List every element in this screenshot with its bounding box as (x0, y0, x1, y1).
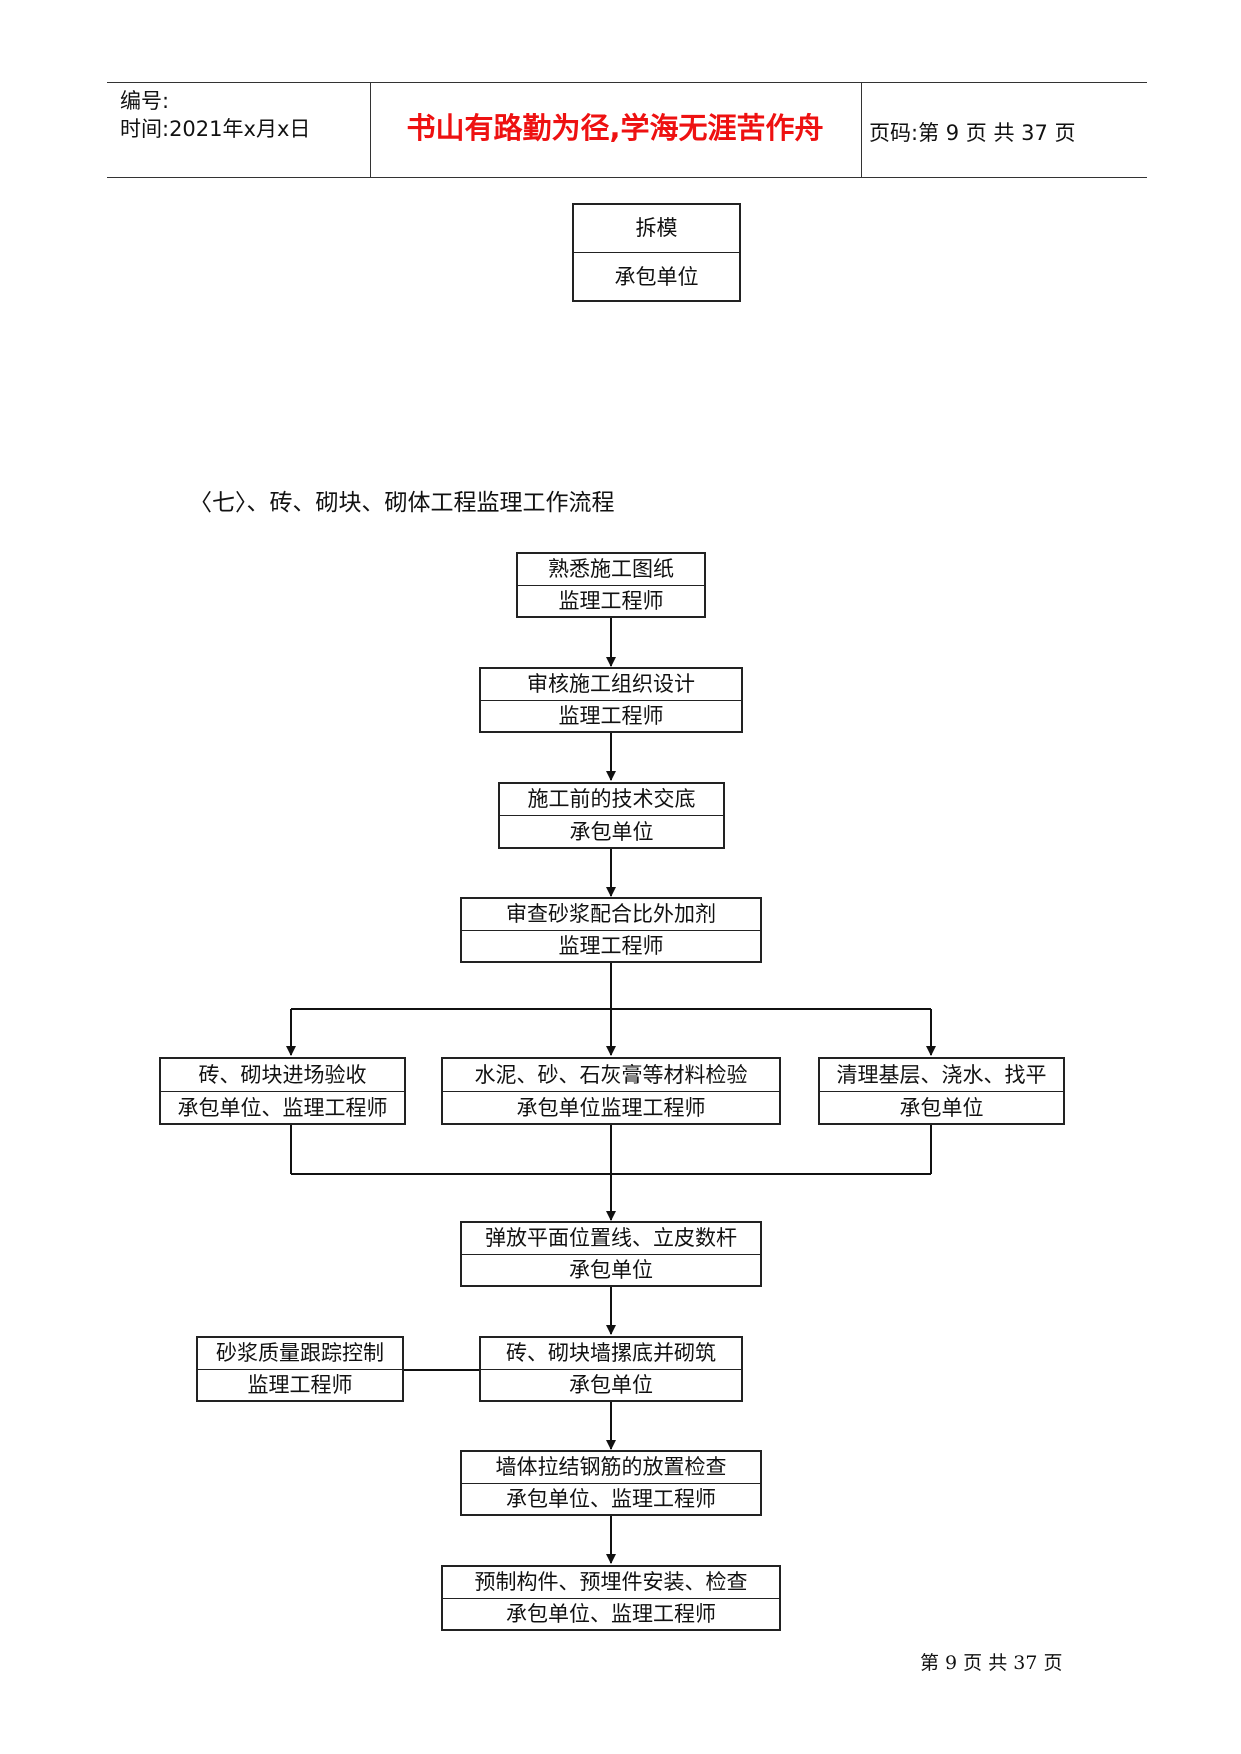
flow-box-technical-briefing: 施工前的技术交底 承包单位 (498, 782, 725, 849)
flow-box-wall-laying: 砖、砌块墙摞底并砌筑 承包单位 (479, 1336, 743, 1402)
document-time-label: 时间:2021年x月x日 (120, 117, 311, 141)
flow-box-role: 承包单位 (614, 265, 699, 289)
header-page-number: 页码:第 9 页 共 37 页 (869, 121, 1076, 145)
flow-box-title: 熟悉施工图纸 (518, 554, 704, 586)
flow-box-brick-acceptance: 砖、砌块进场验收 承包单位、监理工程师 (159, 1057, 406, 1125)
flow-box-role: 监理工程师 (247, 1373, 353, 1397)
flow-box-title: 审核施工组织设计 (481, 669, 741, 701)
flow-box-review-construction-plan: 审核施工组织设计 监理工程师 (479, 667, 743, 733)
header-motto: 书山有路勤为径,学海无涯苦作舟 (406, 111, 824, 145)
flow-box-role: 承包单位 (569, 820, 654, 844)
flow-box-title: 弹放平面位置线、立皮数杆 (462, 1223, 760, 1255)
header-meta: 编号: 时间:2021年x月x日 (120, 87, 310, 143)
flow-box-review-drawings: 熟悉施工图纸 监理工程师 (516, 552, 706, 618)
flow-box-role: 承包单位监理工程师 (516, 1096, 706, 1120)
flow-box-role: 承包单位、监理工程师 (177, 1096, 388, 1120)
flow-box-remove-formwork: 拆模 承包单位 (572, 203, 741, 302)
flow-box-title: 审查砂浆配合比外加剂 (462, 899, 760, 931)
flow-box-mortar-mix-review: 审查砂浆配合比外加剂 监理工程师 (460, 897, 762, 963)
flow-box-role: 承包单位 (569, 1373, 653, 1397)
section-title: 〈七〉、砖、砌块、砌体工程监理工作流程 (189, 490, 615, 516)
flow-box-tie-bar-check: 墙体拉结钢筋的放置检查 承包单位、监理工程师 (460, 1450, 762, 1516)
document-number-label: 编号: (120, 89, 170, 113)
flow-box-title: 墙体拉结钢筋的放置检查 (462, 1452, 760, 1484)
flow-box-role: 承包单位 (569, 1258, 653, 1282)
flow-box-title: 砖、砌块墙摞底并砌筑 (481, 1338, 741, 1370)
flow-box-material-inspection: 水泥、砂、石灰膏等材料检验 承包单位监理工程师 (441, 1057, 781, 1125)
flow-box-title: 砂浆质量跟踪控制 (198, 1338, 402, 1370)
flow-box-title: 砖、砌块进场验收 (161, 1059, 404, 1092)
flow-box-title: 拆模 (574, 205, 739, 253)
flow-box-prefab-installation: 预制构件、预埋件安装、检查 承包单位、监理工程师 (441, 1565, 781, 1631)
page-footer: 第 9 页 共 37 页 (920, 1652, 1063, 1674)
header-divider (370, 83, 371, 177)
flow-box-role: 承包单位 (899, 1096, 984, 1120)
flow-box-title: 清理基层、浇水、找平 (820, 1059, 1063, 1092)
flow-box-mortar-quality-tracking: 砂浆质量跟踪控制 监理工程师 (196, 1336, 404, 1402)
flow-box-role: 监理工程师 (558, 589, 664, 613)
flow-box-layout-lines: 弹放平面位置线、立皮数杆 承包单位 (460, 1221, 762, 1287)
flow-box-role: 承包单位、监理工程师 (506, 1487, 716, 1511)
flow-box-title: 预制构件、预埋件安装、检查 (443, 1567, 779, 1599)
flow-box-role: 监理工程师 (558, 934, 664, 958)
flow-box-title: 水泥、砂、石灰膏等材料检验 (443, 1059, 779, 1092)
page-header: 编号: 时间:2021年x月x日 书山有路勤为径,学海无涯苦作舟 页码:第 9 … (107, 82, 1147, 178)
flow-box-role: 承包单位、监理工程师 (506, 1602, 716, 1626)
flow-box-title: 施工前的技术交底 (500, 784, 723, 816)
flow-box-base-preparation: 清理基层、浇水、找平 承包单位 (818, 1057, 1065, 1125)
header-divider (861, 83, 862, 177)
flow-box-role: 监理工程师 (558, 704, 664, 728)
